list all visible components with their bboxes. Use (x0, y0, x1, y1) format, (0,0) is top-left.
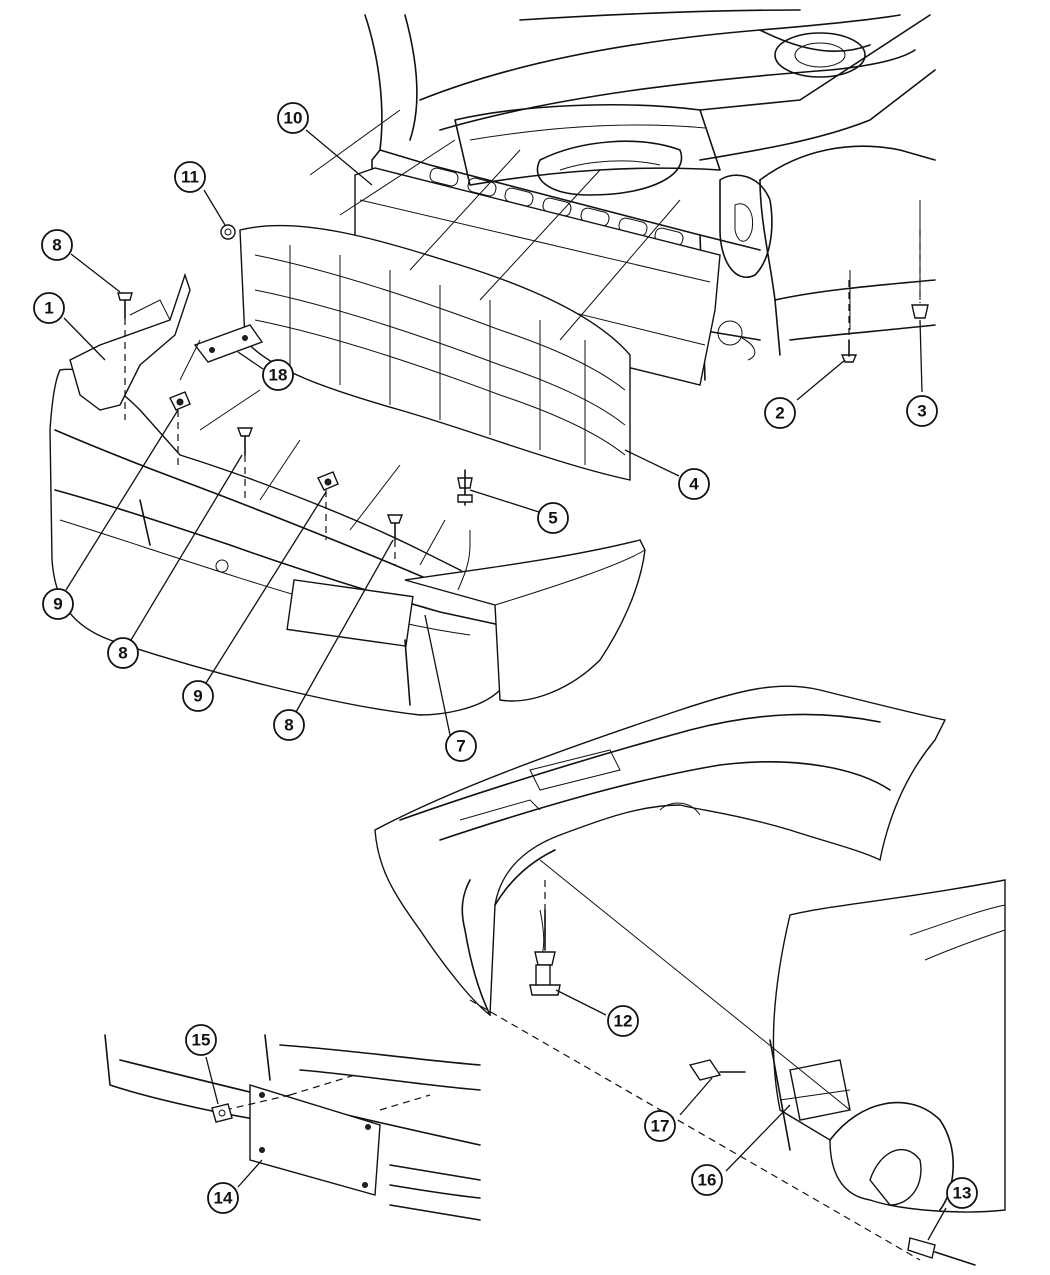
alignment-lines (179, 109, 681, 566)
callout-3-label: 3 (917, 402, 926, 421)
callout-10-label: 10 (284, 109, 303, 128)
callout-12: 12 (607, 1005, 639, 1037)
callout-15-label: 15 (192, 1031, 211, 1050)
callout-12-label: 12 (614, 1012, 633, 1031)
callout-14: 14 (207, 1182, 239, 1214)
callout-10: 10 (277, 102, 309, 134)
callout-9-label: 9 (193, 687, 202, 706)
callout-8-label: 8 (52, 236, 61, 255)
callout-9-label: 9 (53, 595, 62, 614)
callout-7: 7 (445, 730, 477, 762)
callout-11-label: 11 (181, 168, 199, 187)
callout-1-label: 1 (44, 299, 53, 318)
callout-18: 18 (262, 359, 294, 391)
callout-2-label: 2 (775, 404, 784, 423)
callout-8: 8 (273, 709, 305, 741)
callout-17: 17 (644, 1110, 676, 1142)
callout-18-label: 18 (269, 366, 288, 385)
callout-4-label: 4 (689, 475, 699, 494)
callout-2: 2 (764, 397, 796, 429)
callout-13-label: 13 (953, 1184, 972, 1203)
callout-15: 15 (185, 1024, 217, 1056)
callout-17-label: 17 (651, 1117, 670, 1136)
callout-8-label: 8 (284, 716, 293, 735)
callout-14-label: 14 (214, 1189, 233, 1208)
callout-13: 13 (946, 1177, 978, 1209)
bumper-fascia (49, 272, 646, 716)
callout-7-label: 7 (456, 737, 465, 756)
leader-lines (63, 129, 947, 1241)
callout-5: 5 (537, 502, 569, 534)
callout-16-label: 16 (698, 1171, 717, 1190)
quarter-panel (769, 879, 1006, 1213)
callout-8-label: 8 (118, 644, 127, 663)
bracket-18 (193, 324, 264, 363)
callouts: 10 11 8 1 18 2 3 4 5 9 8 (33, 102, 978, 1214)
callout-16: 16 (691, 1164, 723, 1196)
callout-3: 3 (906, 395, 938, 427)
callout-8: 8 (41, 229, 73, 261)
callout-9: 9 (42, 588, 74, 620)
callout-5-label: 5 (548, 509, 557, 528)
callout-4: 4 (678, 468, 710, 500)
callout-1: 1 (33, 292, 65, 324)
license-plate-inset (104, 1034, 481, 1221)
callout-9: 9 (182, 680, 214, 712)
routing-lines (469, 859, 976, 1266)
callout-11: 11 (174, 161, 206, 193)
callout-8: 8 (107, 637, 139, 669)
fasteners-upper (117, 224, 929, 591)
energy-absorber (239, 224, 631, 481)
